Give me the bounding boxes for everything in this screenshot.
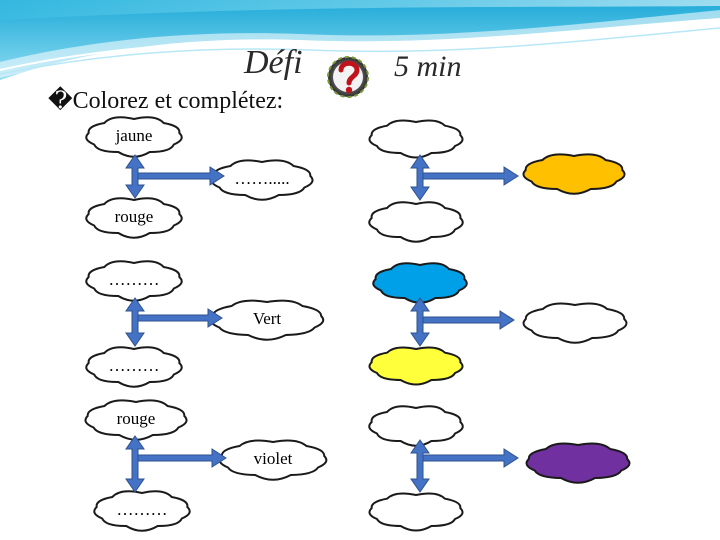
right-1-arrow [410,154,519,201]
left-3-result-cloud [218,439,328,481]
left-1-top-label: jaune [115,126,153,145]
left-1-result-label: ……..... [234,169,290,188]
page-title: Défi [244,44,303,81]
right-2-result-cloud [522,302,628,344]
left-2-result-cloud [209,299,325,341]
right-3-arrow [410,439,519,493]
left-2-result-label: Vert [252,309,282,328]
right-2-arrow [410,297,515,347]
clouds-layer [84,116,631,532]
left-2-bottom-label: ……… [108,356,160,375]
right-2-top-cloud [372,262,468,304]
left-3-arrow [125,435,227,493]
left-2-arrow [125,297,223,347]
right-3-result-cloud [525,442,631,484]
left-3-top-label: rouge [116,409,156,428]
right-3-top-cloud [368,405,464,447]
left-1-result-cloud [210,159,314,201]
left-3-bottom-label: ……… [116,500,168,519]
left-1-bottom-cloud [85,197,183,239]
left-2-top-label: ……… [108,270,160,289]
right-2-bottom-cloud [368,346,464,386]
instruction-text: �Colorez et complétez: [48,88,284,114]
right-1-result-cloud [522,153,626,195]
question-mark-icon [327,56,369,98]
left-3-result-label: violet [253,449,293,468]
time-limit: 5 min [394,50,462,83]
top-banner [0,0,720,80]
right-1-top-cloud [368,119,464,159]
arrows-layer [125,154,519,493]
right-1-bottom-cloud [368,201,464,243]
left-2-bottom-cloud [85,346,183,388]
left-1-arrow [125,154,225,199]
right-3-bottom-cloud [368,492,464,532]
left-1-bottom-label: rouge [114,207,154,226]
left-3-bottom-cloud [93,490,191,532]
